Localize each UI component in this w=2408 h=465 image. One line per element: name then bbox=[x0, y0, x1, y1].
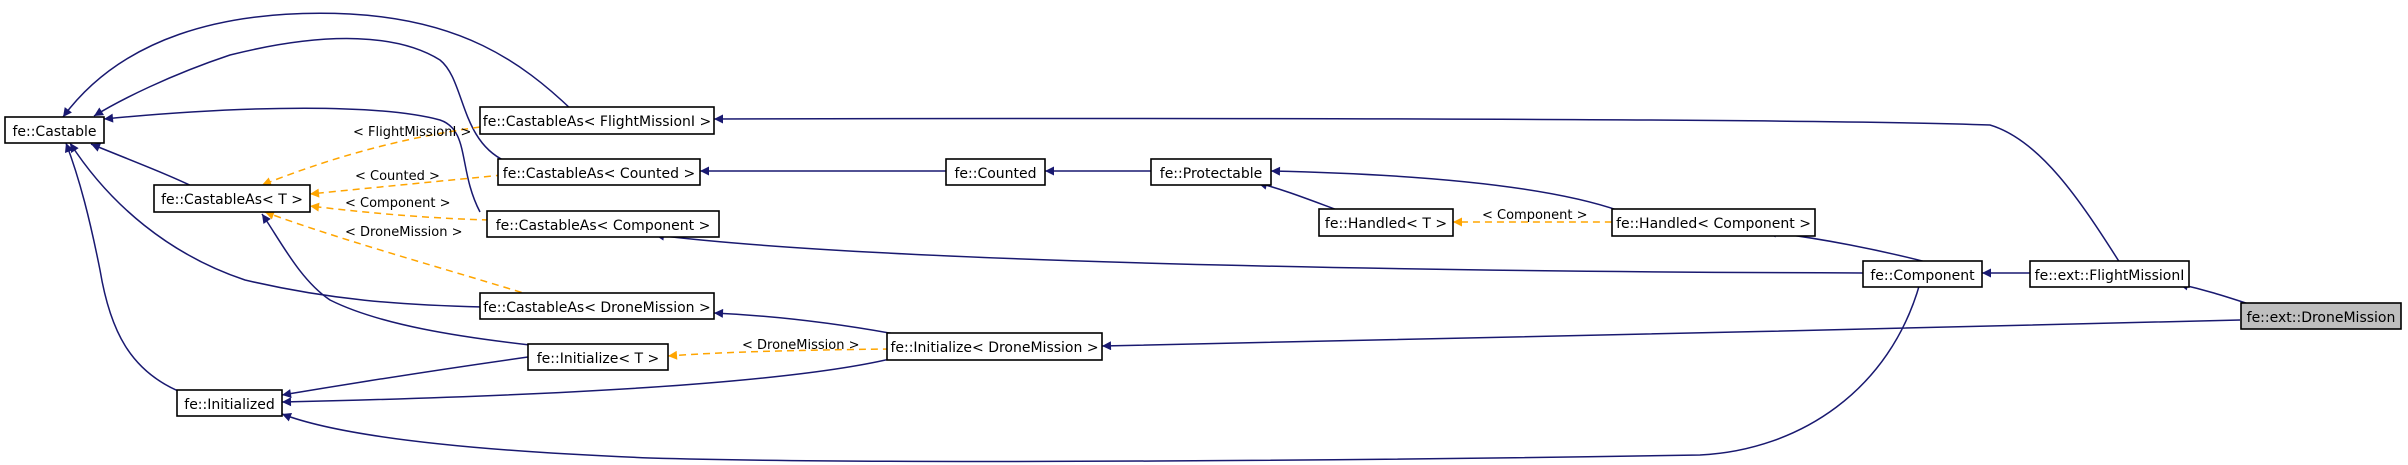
edge-component-to-castable-component bbox=[654, 231, 1864, 274]
node-label: fe::CastableAs< Counted > bbox=[503, 166, 695, 182]
edge-label-flightmission: < FlightMissionI > bbox=[353, 125, 471, 140]
node-label: fe::Handled< T > bbox=[1325, 216, 1447, 232]
node-label: fe::CastableAs< DroneMission > bbox=[483, 300, 710, 316]
node-castable-as-dronemission[interactable]: fe::CastableAs< DroneMission > bbox=[479, 292, 715, 320]
node-dronemission[interactable]: fe::ext::DroneMission bbox=[2240, 302, 2402, 330]
node-label: fe::Counted bbox=[954, 166, 1036, 182]
template-edges bbox=[261, 126, 1612, 360]
node-label: fe::Protectable bbox=[1160, 166, 1262, 182]
edge-initialize-t-to-initialized bbox=[281, 356, 529, 398]
edge-label-initialize-dronemission: < DroneMission > bbox=[742, 338, 860, 353]
edge-flightmission-to-castable bbox=[62, 12, 574, 118]
node-castable-as-component[interactable]: fe::CastableAs< Component > bbox=[486, 210, 720, 238]
node-label: fe::Castable bbox=[12, 124, 96, 140]
node-label: fe::CastableAs< T > bbox=[161, 192, 303, 208]
node-label: fe::Initialize< T > bbox=[537, 351, 659, 367]
edge-initialize-t-to-castable-t bbox=[261, 213, 531, 346]
class-nodes: fe::Castable fe::CastableAs< T > fe::Ini… bbox=[4, 106, 2402, 417]
tmpl-edge-flightmission bbox=[261, 126, 481, 186]
node-label: fe::Initialize< DroneMission > bbox=[890, 340, 1098, 356]
node-flightmission-i[interactable]: fe::ext::FlightMissionI bbox=[2029, 260, 2190, 288]
node-initialized[interactable]: fe::Initialized bbox=[176, 389, 283, 417]
node-initialize-dronemission[interactable]: fe::Initialize< DroneMission > bbox=[886, 332, 1103, 361]
node-component[interactable]: fe::Component bbox=[1862, 260, 1983, 288]
edge-flightmission-i-to-castable-flightmission bbox=[713, 114, 2121, 264]
node-initialize-t[interactable]: fe::Initialize< T > bbox=[527, 343, 669, 371]
edge-castable-t-to-castable bbox=[90, 143, 201, 191]
edge-label-handled-component: < Component > bbox=[1482, 208, 1588, 223]
node-castable-as-t[interactable]: fe::CastableAs< T > bbox=[153, 184, 311, 213]
edge-labels: < FlightMissionI > < Counted > < Compone… bbox=[345, 125, 1588, 353]
node-castable-as-counted[interactable]: fe::CastableAs< Counted > bbox=[497, 158, 701, 186]
tmpl-edge-counted bbox=[309, 174, 504, 198]
tmpl-edge-component bbox=[309, 202, 490, 221]
node-label: fe::Component bbox=[1870, 268, 1975, 284]
edge-label-dronemission: < DroneMission > bbox=[345, 225, 463, 240]
node-label: fe::CastableAs< FlightMissionI > bbox=[483, 114, 711, 130]
edge-dronemission-to-initialize-dm bbox=[1101, 319, 2241, 351]
tmpl-edge-initialize-dronemission bbox=[667, 348, 891, 360]
node-handled-component[interactable]: fe::Handled< Component > bbox=[1611, 208, 1816, 237]
node-castable[interactable]: fe::Castable bbox=[4, 116, 105, 144]
node-protectable[interactable]: fe::Protectable bbox=[1150, 158, 1272, 186]
edge-label-component: < Component > bbox=[345, 196, 451, 211]
node-castable-as-flightmission[interactable]: fe::CastableAs< FlightMissionI > bbox=[479, 106, 715, 135]
edge-dronemission-cast-to-castable bbox=[69, 142, 484, 308]
edge-component-to-castable bbox=[103, 107, 481, 213]
node-label: fe::Initialized bbox=[184, 397, 274, 413]
node-label: fe::Handled< Component > bbox=[1616, 216, 1811, 232]
node-label: fe::ext::FlightMissionI bbox=[2035, 268, 2185, 284]
node-label: fe::ext::DroneMission bbox=[2247, 310, 2396, 326]
edge-handled-component-to-protectable bbox=[1270, 166, 1621, 212]
edge-initialize-dm-to-castable-dm bbox=[713, 308, 896, 335]
edge-label-counted: < Counted > bbox=[355, 169, 440, 184]
node-handled-t[interactable]: fe::Handled< T > bbox=[1318, 208, 1454, 237]
edge-handled-t-to-protectable bbox=[1257, 180, 1341, 212]
edge-counted-to-castable bbox=[93, 37, 506, 162]
node-label: fe::CastableAs< Component > bbox=[496, 218, 711, 234]
edge-initialized-to-castable bbox=[64, 142, 184, 394]
node-counted[interactable]: fe::Counted bbox=[945, 158, 1046, 186]
edge-initialize-dm-to-initialized bbox=[281, 358, 891, 407]
edge-component-to-initialized bbox=[281, 282, 1921, 463]
